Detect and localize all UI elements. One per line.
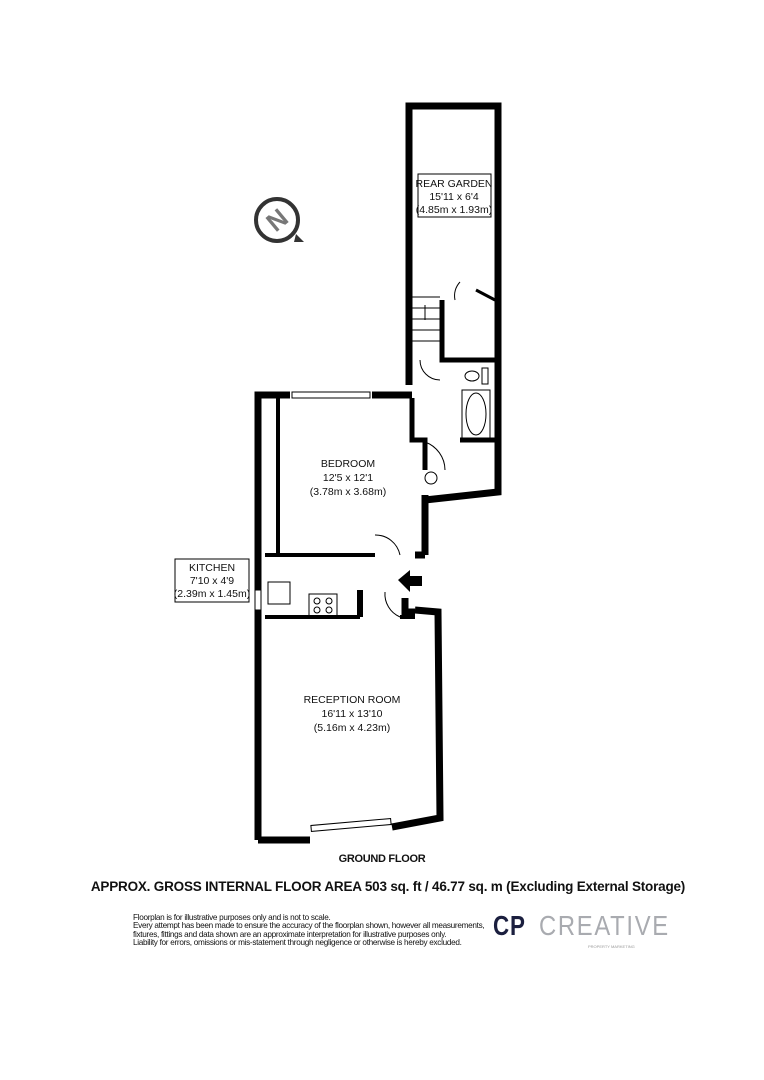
bathroom-fixtures (424, 367, 491, 485)
logo-bold: CP (493, 910, 526, 941)
kitchen-fixtures (267, 581, 338, 617)
svg-text:BEDROOM: BEDROOM (321, 458, 375, 470)
svg-text:KITCHEN: KITCHEN (189, 562, 235, 574)
bedroom-label: BEDROOM 12'5 x 12'1 (3.78m x 3.68m) (310, 458, 386, 498)
svg-text:(3.78m x 3.68m): (3.78m x 3.68m) (310, 486, 386, 498)
svg-text:7'10 x 4'9: 7'10 x 4'9 (190, 575, 234, 587)
disclaimer-line: fixtures, fittings and data shown are an… (133, 929, 447, 939)
doors (374, 281, 461, 618)
svg-text:(5.16m x 4.23m): (5.16m x 4.23m) (314, 722, 390, 734)
floor-area-text: APPROX. GROSS INTERNAL FLOOR AREA 503 sq… (90, 879, 686, 894)
floor-label: GROUND FLOOR (338, 853, 426, 865)
svg-text:15'11 x 6'4: 15'11 x 6'4 (429, 191, 479, 203)
disclaimer-line: Every attempt has been made to ensure th… (133, 921, 485, 931)
logo-tagline: PROPERTY MARKETING (588, 944, 635, 949)
cp-creative-logo: CP CREATIVE PROPERTY MARKETING (493, 910, 668, 949)
kitchen-label: KITCHEN 7'10 x 4'9 (2.39m x 1.45m) (174, 558, 250, 603)
reception-label: RECEPTION ROOM 16'11 x 13'10 (5.16m x 4.… (304, 694, 401, 734)
svg-text:N: N (260, 202, 294, 237)
stairs (412, 296, 440, 342)
disclaimer-line: Liability for errors, omissions or mis-s… (133, 938, 462, 948)
windows (254, 391, 392, 833)
logo-light: CREATIVE (539, 910, 670, 941)
svg-text:16'11 x 13'10: 16'11 x 13'10 (321, 708, 382, 720)
svg-text:(2.39m x 1.45m): (2.39m x 1.45m) (174, 588, 250, 600)
svg-text:12'5 x 12'1: 12'5 x 12'1 (323, 472, 373, 484)
disclaimer: Floorplan is for illustrative purposes o… (133, 913, 503, 948)
walls (254, 102, 502, 844)
svg-text:RECEPTION ROOM: RECEPTION ROOM (304, 694, 401, 706)
north-compass-icon: N (254, 197, 304, 243)
rear-garden-label: REAR GARDEN 15'11 x 6'4 (4.85m x 1.93m) (415, 173, 493, 218)
disclaimer-line: Floorplan is for illustrative purposes o… (133, 913, 331, 922)
svg-text:(4.85m x 1.93m): (4.85m x 1.93m) (416, 204, 492, 216)
entrance-arrow-icon (398, 570, 422, 592)
svg-text:REAR GARDEN: REAR GARDEN (415, 178, 492, 190)
